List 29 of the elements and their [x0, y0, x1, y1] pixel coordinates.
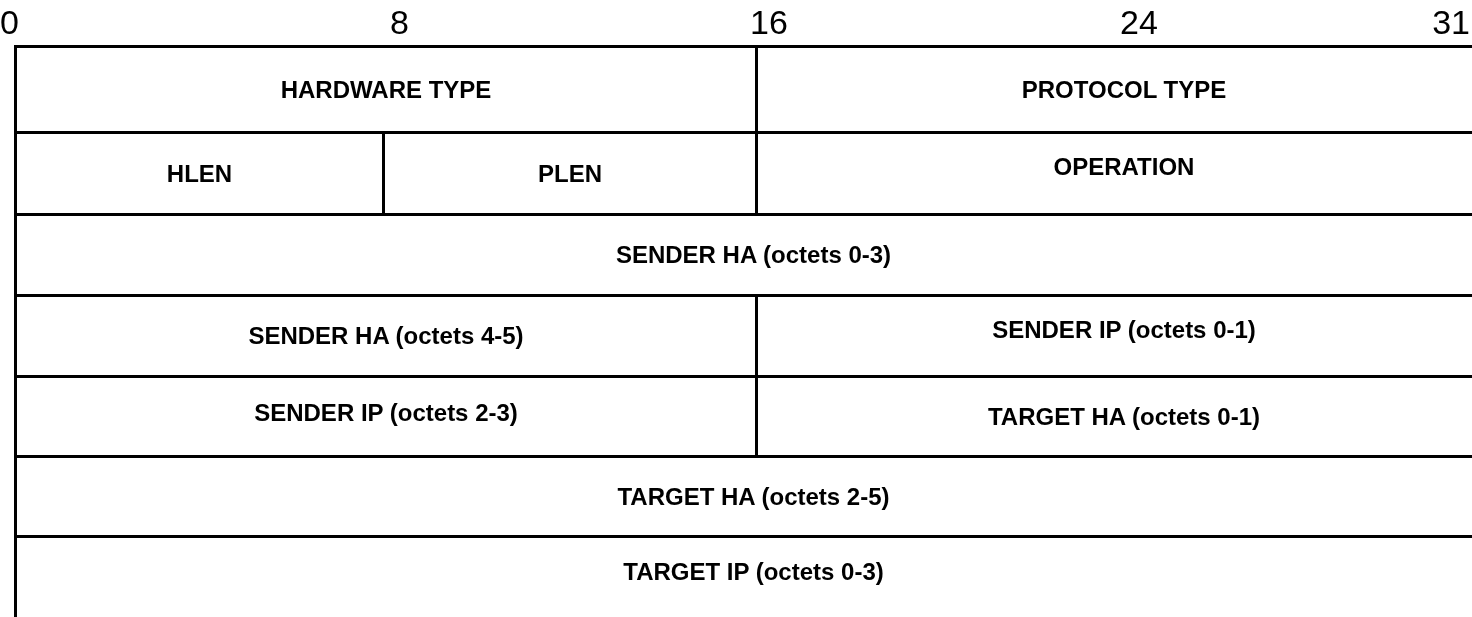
field-name: SENDER HA (octets 0-3) [615, 241, 892, 269]
field-name: SENDER IP (octets 2-3) [254, 398, 518, 427]
header-field-cell [14, 294, 755, 375]
bit-position-label: 31 [1432, 2, 1470, 42]
field-name: PLEN [538, 159, 602, 188]
field-name: TARGET HA (octets 2-5) [617, 482, 890, 511]
bit-position-label: 24 [1120, 2, 1158, 42]
header-field-cell [755, 45, 1472, 131]
field-name: TARGET IP (octets 0-3) [623, 558, 884, 586]
header-field-cell [755, 131, 1472, 213]
header-field-cell [14, 455, 1472, 535]
field-name: SENDER IP (octets 0-1) [992, 316, 1256, 344]
field-name: HLEN [166, 159, 233, 188]
header-field-cell [14, 131, 382, 213]
field-name: OPERATION [1053, 152, 1195, 181]
field-name: HARDWARE TYPE [280, 75, 492, 104]
field-name: PROTOCOL TYPE [1021, 75, 1227, 104]
bit-position-label: 0 [0, 2, 19, 42]
header-field-cell [14, 45, 755, 131]
header-field-cell [382, 131, 755, 213]
header-field-cell [755, 294, 1472, 375]
header-field-cell [755, 375, 1472, 455]
header-field-cell [14, 213, 1472, 294]
field-name: SENDER HA (octets 4-5) [248, 322, 524, 350]
header-field-cell [14, 375, 755, 455]
header-field-cell [14, 535, 1472, 617]
bit-position-label: 16 [750, 2, 788, 42]
field-name: TARGET HA (octets 0-1) [988, 402, 1260, 431]
bit-position-label: 8 [390, 2, 409, 42]
